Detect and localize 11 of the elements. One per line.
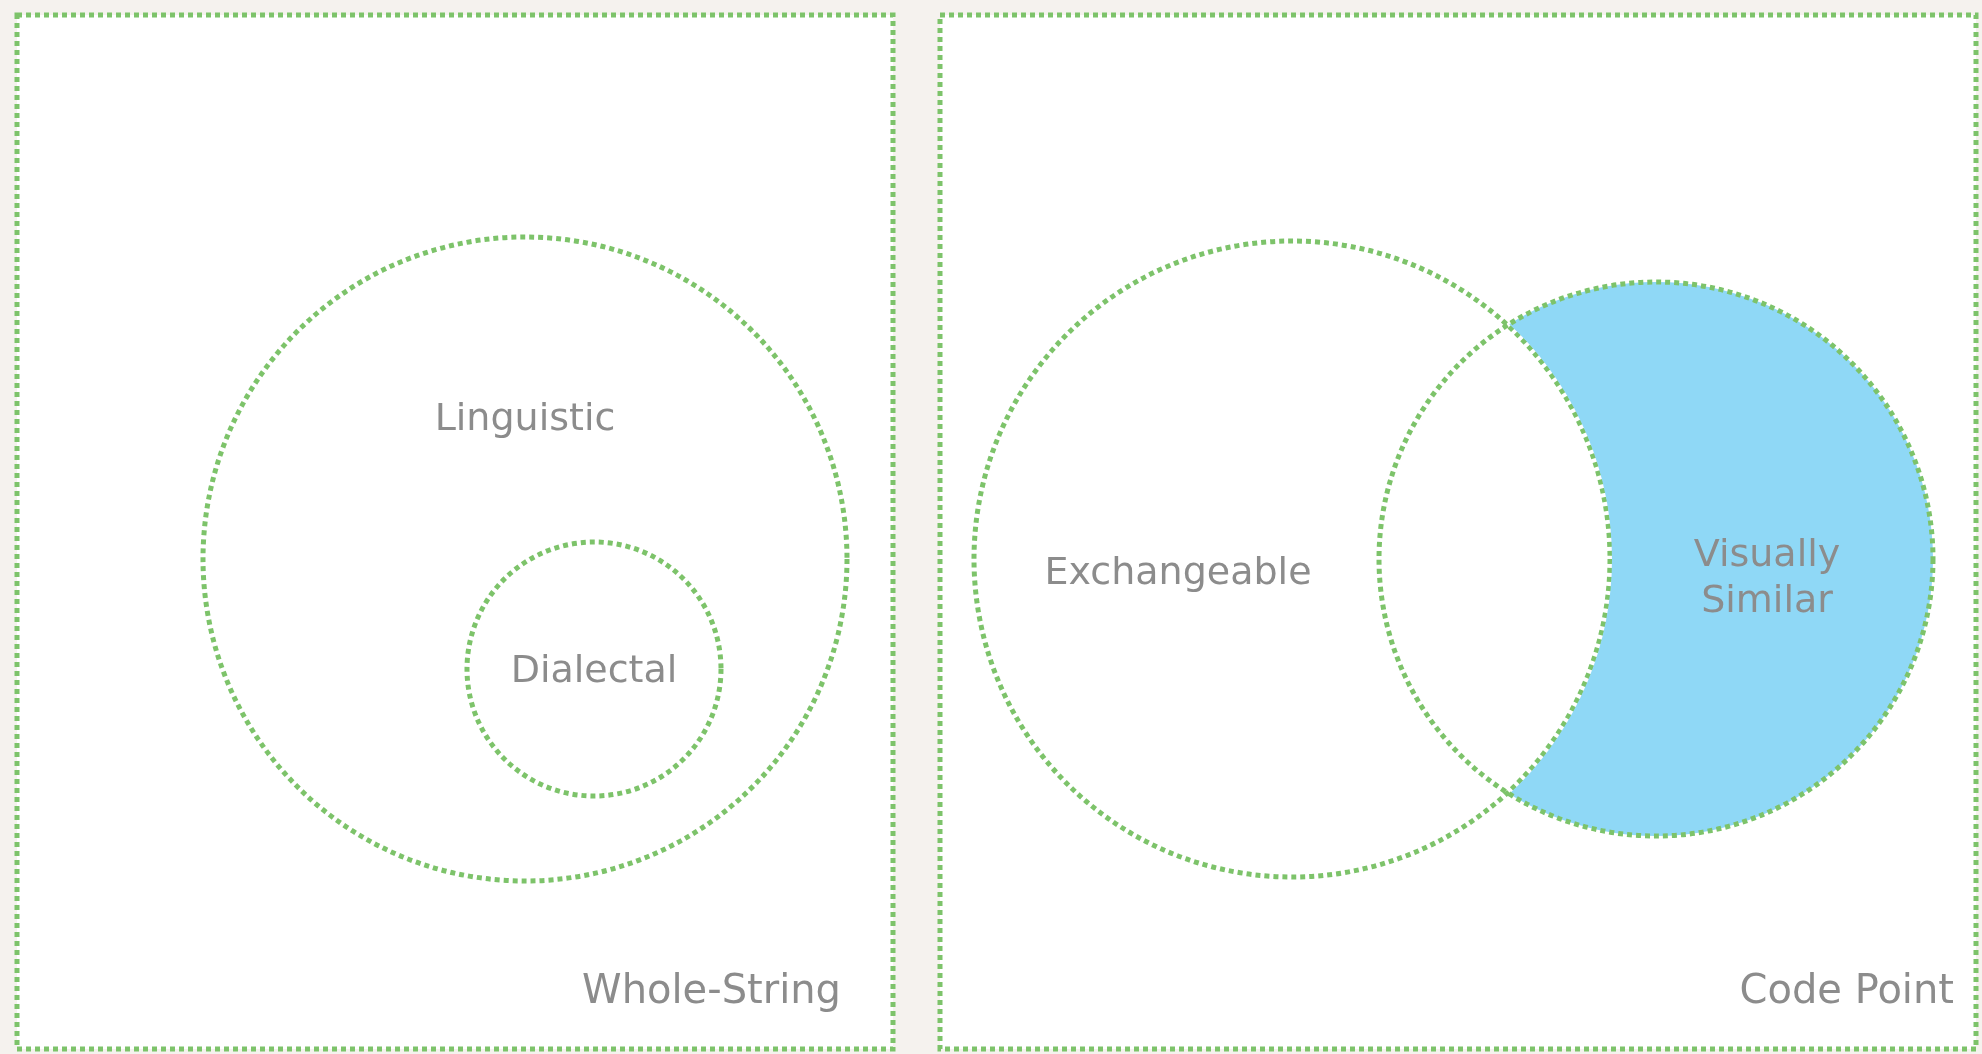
venn-panel bbox=[15, 13, 895, 1051]
set-circle bbox=[465, 540, 723, 798]
set-label: Dialectal bbox=[510, 646, 678, 692]
panel-title: Whole-String bbox=[582, 965, 841, 1013]
set-label: Exchangeable bbox=[1044, 548, 1312, 594]
panel-title: Code Point bbox=[1739, 965, 1954, 1013]
crescent-region bbox=[1377, 280, 1935, 838]
set-label: Linguistic bbox=[434, 394, 616, 440]
venn-panel bbox=[938, 13, 1978, 1051]
set-label: Visually Similar bbox=[1692, 530, 1842, 622]
set-circle bbox=[201, 235, 849, 883]
